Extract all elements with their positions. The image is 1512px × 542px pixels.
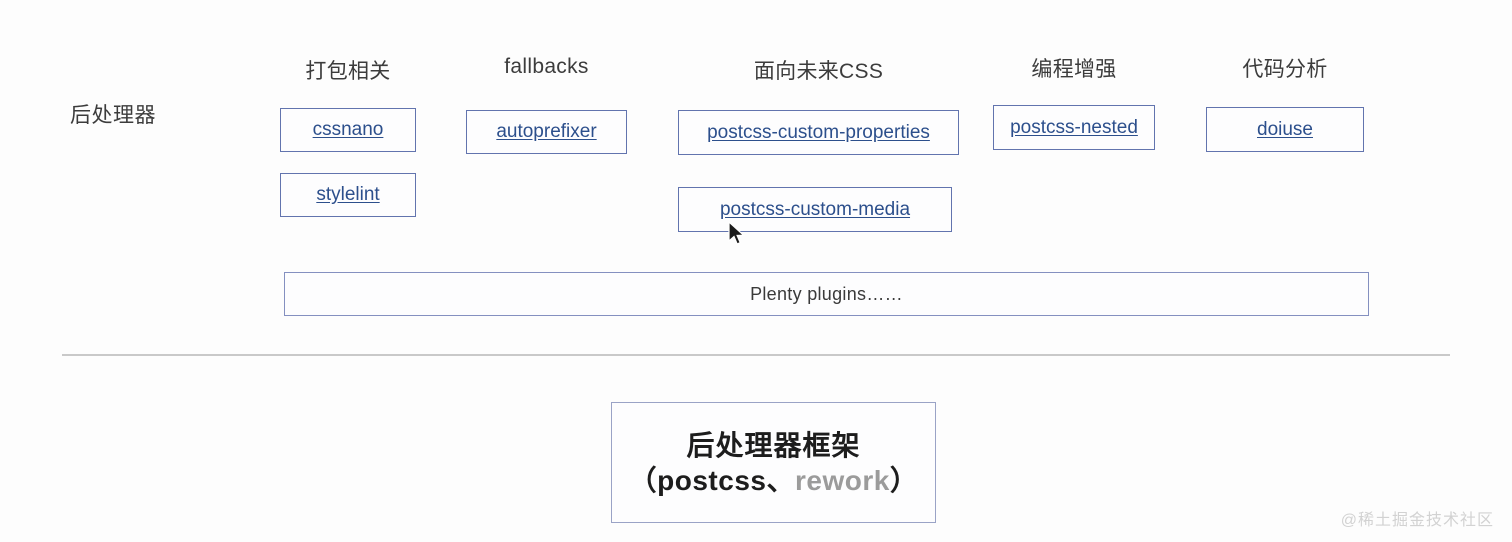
plenty-plugins-box[interactable]: Plenty plugins…… [284, 272, 1369, 316]
framework-separator: 、 [766, 464, 795, 496]
column-header-code-analysis: 代码分析 [1242, 58, 1328, 81]
watermark: @稀土掘金技术社区 [1340, 512, 1494, 529]
plugin-link-postcss-nested[interactable]: postcss-nested [1010, 116, 1138, 138]
row-label-postprocessor: 后处理器 [70, 104, 156, 127]
framework-secondary: rework [795, 464, 890, 496]
plugin-link-stylelint[interactable]: stylelint [316, 184, 380, 205]
plugin-box-doiuse[interactable]: doiuse [1206, 107, 1364, 152]
plugin-link-autoprefixer[interactable]: autoprefixer [496, 121, 597, 142]
section-divider [62, 354, 1450, 356]
plugin-box-autoprefixer[interactable]: autoprefixer [466, 110, 627, 154]
framework-primary: postcss [657, 464, 767, 496]
plugin-link-cssnano[interactable]: cssnano [312, 119, 384, 140]
plugin-box-stylelint[interactable]: stylelint [280, 173, 416, 217]
plenty-plugins-label: Plenty plugins…… [750, 283, 903, 304]
plugin-link-postcss-custom-media[interactable]: postcss-custom-media [719, 198, 911, 220]
framework-title: 后处理器框架 [686, 429, 861, 461]
plugin-box-cssnano[interactable]: cssnano [280, 108, 416, 152]
plugin-box-postcss-custom-properties[interactable]: postcss-custom-properties [678, 110, 959, 155]
framework-close-paren: ） [889, 464, 919, 496]
plugin-box-postcss-nested[interactable]: postcss-nested [993, 105, 1155, 150]
column-header-programming: 编程增强 [1031, 58, 1117, 81]
plugin-box-postcss-custom-media[interactable]: postcss-custom-media [678, 187, 952, 232]
plugin-link-postcss-custom-properties[interactable]: postcss-custom-properties [707, 121, 930, 143]
plugin-link-doiuse[interactable]: doiuse [1257, 118, 1313, 140]
framework-subtitle: （postcss、rework） [629, 463, 919, 498]
column-header-fallbacks: fallbacks [504, 55, 589, 78]
framework-open-paren: （ [628, 464, 658, 496]
column-header-bundling: 打包相关 [305, 60, 391, 83]
framework-box[interactable]: 后处理器框架 （postcss、rework） [611, 402, 936, 523]
column-header-future-css: 面向未来CSS [753, 60, 884, 83]
